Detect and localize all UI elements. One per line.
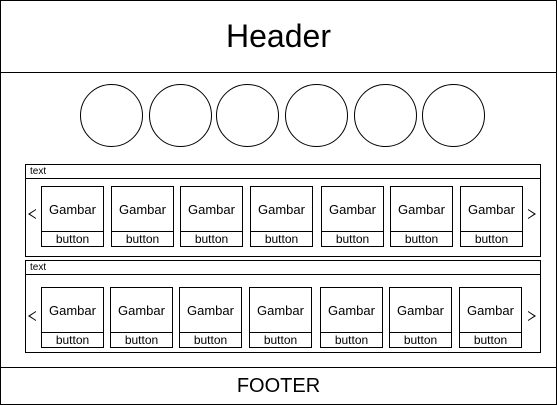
card-button[interactable]: button [112, 231, 173, 246]
card: Gambar button [111, 186, 174, 247]
card-image: Gambar [398, 201, 445, 217]
card: Gambar button [179, 287, 242, 348]
card-image: Gambar [118, 302, 165, 318]
card: Gambar button [320, 287, 383, 348]
carousel-next-arrow-icon[interactable] [528, 209, 536, 219]
card-image: Gambar [119, 201, 166, 217]
card-button[interactable]: button [460, 332, 521, 347]
card: Gambar button [460, 186, 523, 247]
carousel-section-2: text Gambar button Gambar button Gambar … [25, 260, 541, 353]
card-button[interactable]: button [42, 332, 103, 347]
card-image: Gambar [187, 302, 234, 318]
footer-title: FOOTER [236, 374, 321, 397]
card: Gambar button [41, 287, 104, 348]
card-image: Gambar [397, 302, 444, 318]
circle-row [1, 84, 556, 148]
card-button[interactable]: button [461, 231, 522, 246]
circle-placeholder-3[interactable] [216, 84, 279, 147]
card-image: Gambar [257, 302, 304, 318]
card-image: Gambar [468, 201, 515, 217]
header-title: Header [226, 18, 331, 54]
card-button[interactable]: button [391, 231, 452, 246]
circle-placeholder-5[interactable] [354, 84, 417, 147]
card-image: Gambar [467, 302, 514, 318]
section-label: text [26, 165, 540, 179]
card-button[interactable]: button [321, 332, 382, 347]
carousel-next-arrow-icon[interactable] [528, 311, 536, 321]
card: Gambar button [459, 287, 522, 348]
card: Gambar button [250, 186, 313, 247]
carousel-section-1: text Gambar button Gambar button Gambar … [25, 164, 541, 257]
card-image: Gambar [329, 201, 376, 217]
card-button[interactable]: button [180, 332, 241, 347]
card-image: Gambar [328, 302, 375, 318]
card-button[interactable]: button [390, 332, 451, 347]
footer: FOOTER [1, 367, 556, 404]
card-image: Gambar [188, 201, 235, 217]
card-button[interactable]: button [181, 231, 242, 246]
circle-placeholder-1[interactable] [80, 84, 143, 147]
carousel-prev-arrow-icon[interactable] [28, 209, 36, 219]
header: Header [1, 1, 556, 73]
card-button[interactable]: button [111, 332, 172, 347]
card-button[interactable]: button [250, 332, 311, 347]
card: Gambar button [249, 287, 312, 348]
card-button[interactable]: button [42, 231, 103, 246]
carousel-prev-arrow-icon[interactable] [28, 311, 36, 321]
card: Gambar button [180, 186, 243, 247]
circle-placeholder-4[interactable] [285, 84, 348, 147]
card: Gambar button [390, 186, 453, 247]
card: Gambar button [41, 186, 104, 247]
card: Gambar button [321, 186, 384, 247]
card-button[interactable]: button [322, 231, 383, 246]
section-label: text [26, 261, 540, 275]
card-button[interactable]: button [251, 231, 312, 246]
circle-placeholder-6[interactable] [422, 84, 485, 147]
card-image: Gambar [49, 302, 96, 318]
card: Gambar button [389, 287, 452, 348]
card-image: Gambar [258, 201, 305, 217]
card-image: Gambar [49, 201, 96, 217]
card: Gambar button [110, 287, 173, 348]
circle-placeholder-2[interactable] [149, 84, 212, 147]
